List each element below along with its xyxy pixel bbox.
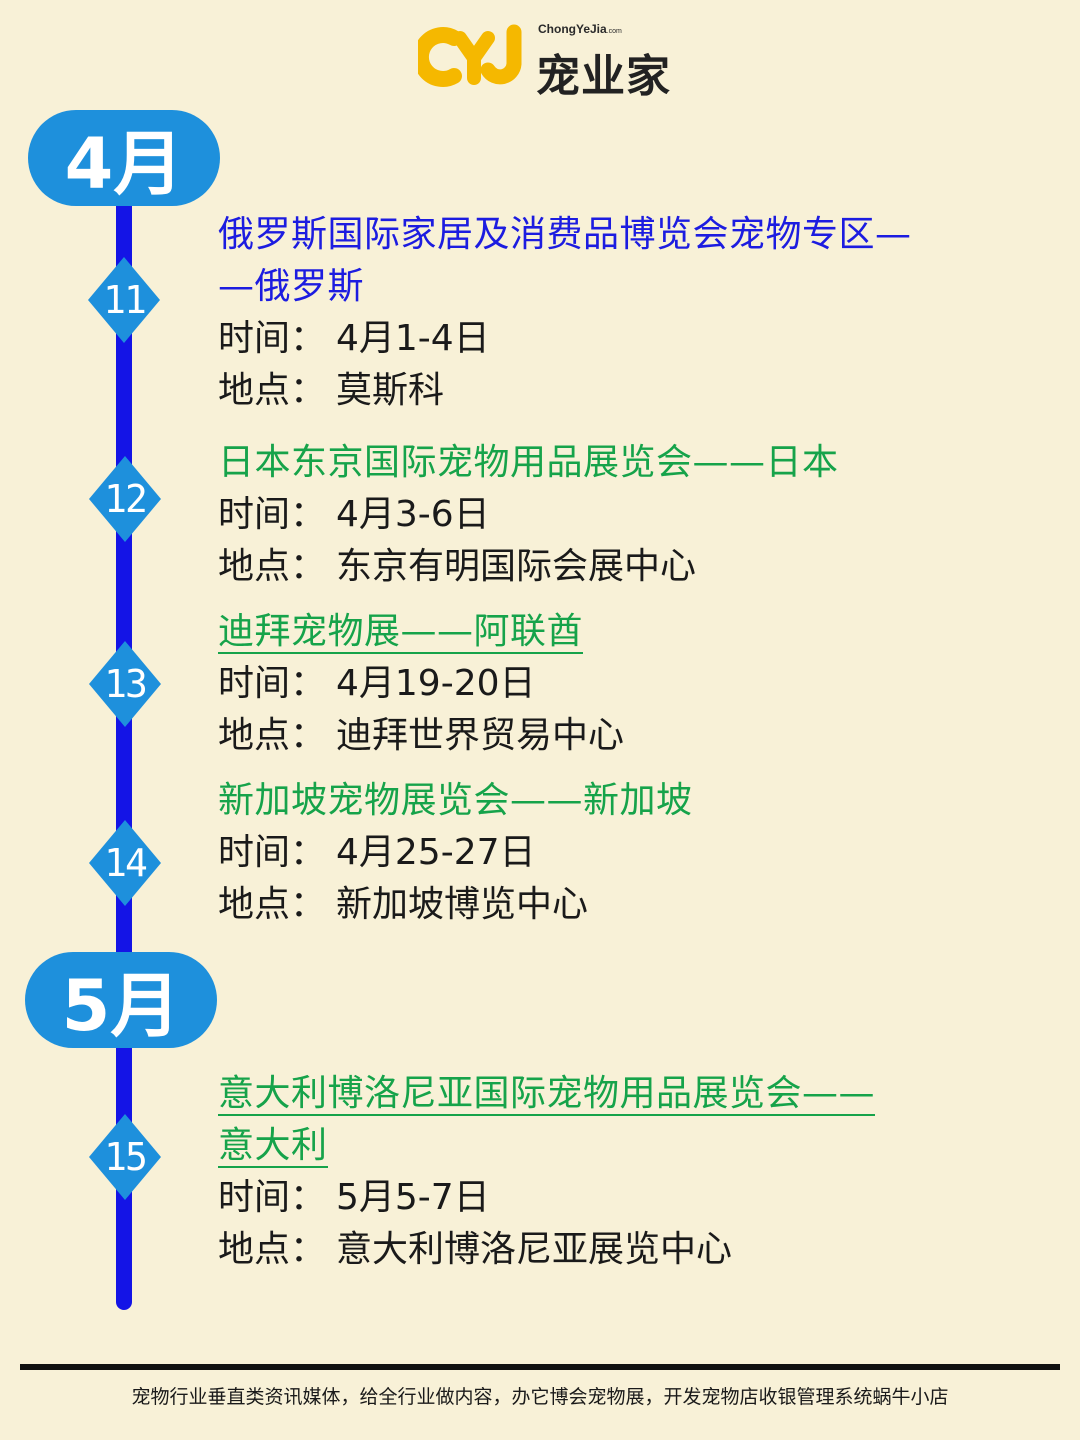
month-badge-may: 5月	[25, 952, 217, 1048]
event-title: 日本东京国际宠物用品展览会——日本	[218, 442, 839, 483]
event-time: 时间：4月3-6日	[218, 494, 490, 535]
event-number-badge: 14	[89, 820, 161, 906]
footer-text: 宠物行业垂直类资讯媒体，给全行业做内容，办它博会宠物展，开发宠物店收银管理系统蜗…	[131, 1386, 949, 1408]
brand-name-en: ChongYeJia.com	[538, 22, 622, 36]
event-time: 时间：4月19-20日	[218, 663, 536, 704]
brand-logo: ChongYeJia.com 宠业家	[418, 18, 678, 102]
cyj-logo-icon	[418, 24, 522, 87]
event-item: 迪拜宠物展——阿联酋 时间：4月19-20日 地点：迪拜世界贸易中心	[218, 606, 978, 762]
month-badge-april: 4月	[28, 110, 220, 206]
event-number-badge: 13	[89, 641, 161, 727]
event-place: 地点：东京有明国际会展中心	[218, 546, 697, 587]
event-title: 新加坡宠物展览会——新加坡	[218, 780, 693, 821]
event-title-link[interactable]: 迪拜宠物展——阿联酋	[218, 611, 584, 654]
event-title-link[interactable]: 意大利博洛尼亚国际宠物用品展览会—— 意大利	[218, 1073, 876, 1168]
event-number-badge: 15	[89, 1114, 161, 1200]
event-title: 俄罗斯国际家居及消费品博览会宠物专区— —俄罗斯	[218, 214, 912, 307]
event-place: 地点：意大利博洛尼亚展览中心	[218, 1229, 733, 1270]
event-number-badge: 12	[89, 456, 161, 542]
event-item: 俄罗斯国际家居及消费品博览会宠物专区— —俄罗斯 时间：4月1-4日 地点：莫斯…	[218, 209, 978, 417]
event-time: 时间：4月25-27日	[218, 832, 536, 873]
event-time: 时间：4月1-4日	[218, 318, 490, 359]
event-place: 地点：莫斯科	[218, 370, 445, 411]
event-item: 新加坡宠物展览会——新加坡 时间：4月25-27日 地点：新加坡博览中心	[218, 775, 978, 931]
event-time: 时间：5月5-7日	[218, 1177, 490, 1218]
brand-name-cn: 宠业家	[536, 51, 671, 102]
footer-divider	[20, 1364, 1060, 1370]
event-place: 地点：新加坡博览中心	[218, 884, 589, 925]
event-place: 地点：迪拜世界贸易中心	[218, 715, 625, 756]
event-item: 日本东京国际宠物用品展览会——日本 时间：4月3-6日 地点：东京有明国际会展中…	[218, 437, 978, 593]
event-number-badge: 11	[88, 257, 160, 343]
event-item: 意大利博洛尼亚国际宠物用品展览会—— 意大利 时间：5月5-7日 地点：意大利博…	[218, 1068, 978, 1276]
